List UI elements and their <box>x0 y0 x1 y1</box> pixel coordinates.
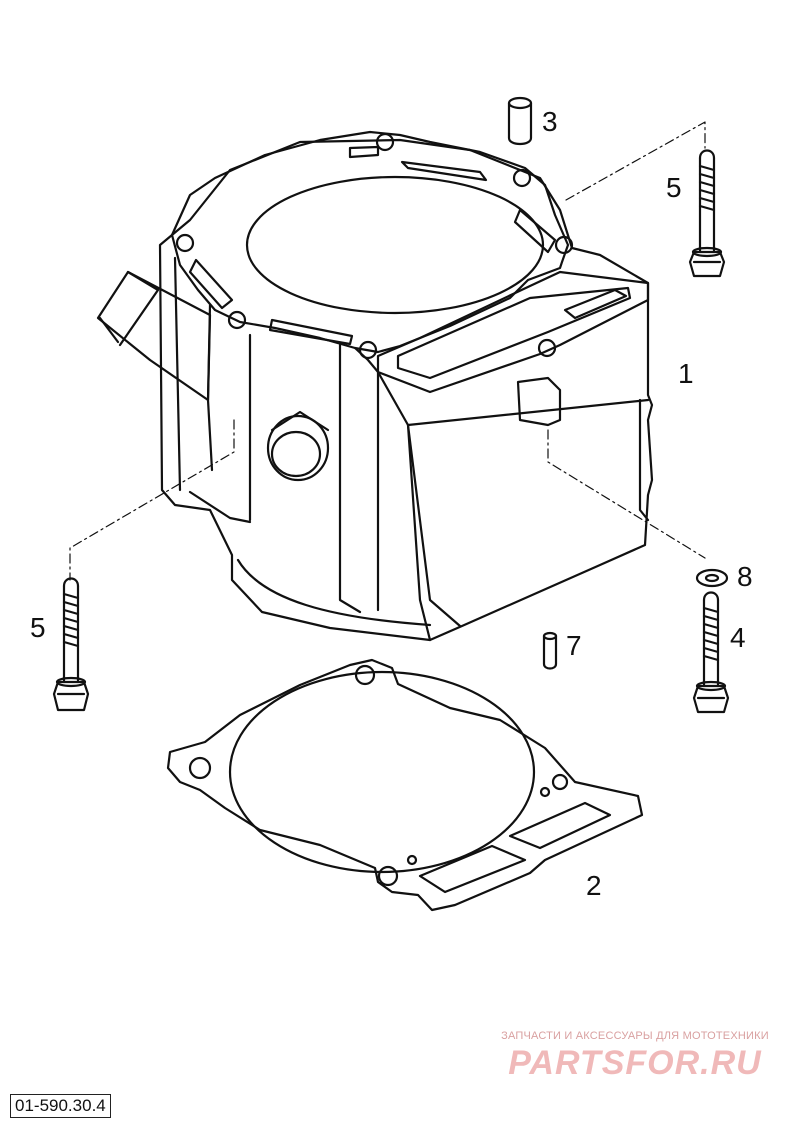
cylinder-part <box>96 130 654 642</box>
callout-1: 1 <box>678 358 694 389</box>
base-gasket-part <box>166 658 644 912</box>
callout-7: 7 <box>566 630 582 661</box>
callout-2: 2 <box>586 870 602 901</box>
assembly-lines <box>69 121 706 581</box>
callout-5-right: 5 <box>666 172 682 203</box>
watermark-logo: PARTSFOR.RU <box>508 1044 762 1082</box>
bolt-right-upper-part <box>688 149 726 278</box>
watermark: ЗАПЧАСТИ И АКСЕССУАРЫ ДЛЯ МОТОТЕХНИКИ PA… <box>470 1030 800 1083</box>
dowel-sleeve-part <box>507 96 533 146</box>
callout-4: 4 <box>730 622 746 653</box>
washer-part <box>695 568 729 588</box>
callout-5-left: 5 <box>30 612 46 643</box>
watermark-tagline: ЗАПЧАСТИ И АКСЕССУАРЫ ДЛЯ МОТОТЕХНИКИ <box>501 1030 769 1042</box>
bolt-left-part <box>52 577 90 712</box>
bolt-right-lower-part <box>692 591 730 714</box>
pin-part <box>542 631 558 670</box>
callout-3: 3 <box>542 106 558 137</box>
callout-8: 8 <box>737 561 753 592</box>
diagram-code: 01-590.30.4 <box>10 1094 111 1118</box>
